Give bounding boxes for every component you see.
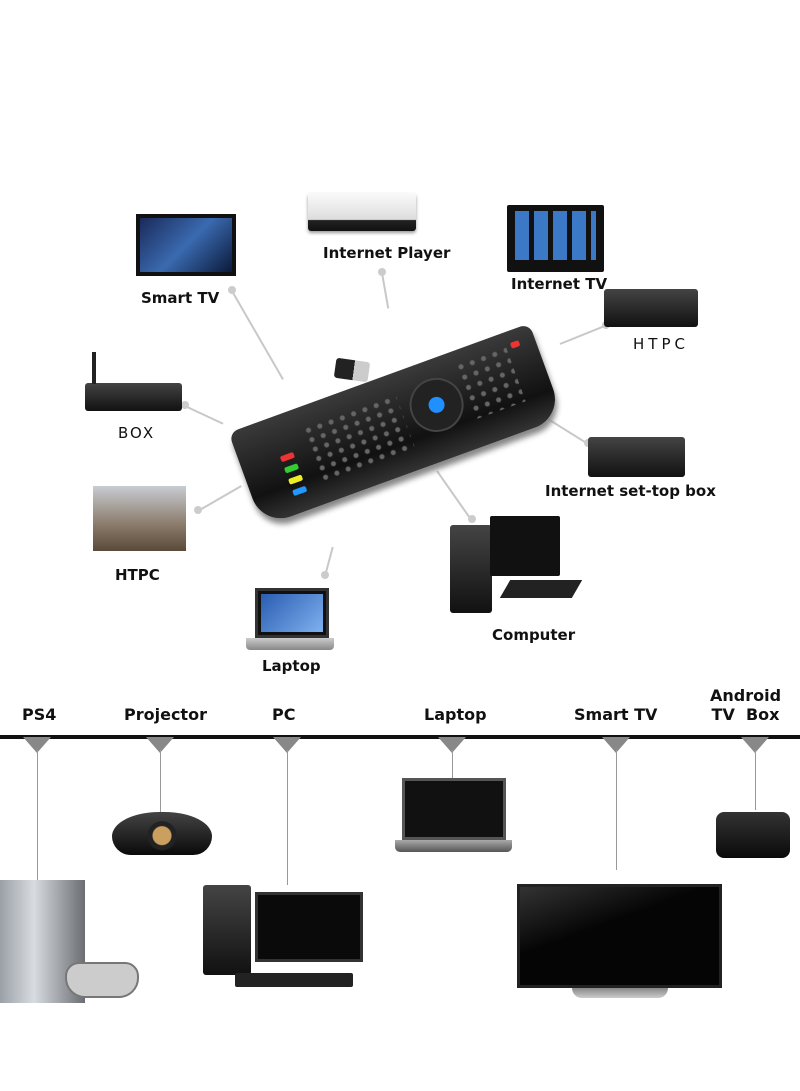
- connector-smart-tv: [231, 290, 284, 380]
- line-ps4: [37, 750, 38, 880]
- pointer-projector: [146, 737, 174, 753]
- line-laptop: [452, 750, 453, 778]
- internet-set-top-box-image: [588, 437, 685, 477]
- box-antenna: [92, 352, 96, 384]
- connector-dot: [228, 286, 236, 294]
- smart-tv-stand-image: [572, 988, 668, 998]
- android-tv-box-image: [716, 812, 790, 858]
- smart-tv-image: [136, 214, 236, 276]
- line-pc: [287, 750, 288, 885]
- label-laptop: Laptop: [262, 657, 321, 675]
- laptop-screen-image: [255, 588, 329, 638]
- connector-htpc-right: [559, 324, 607, 345]
- connector-dot: [194, 506, 202, 514]
- pointer-laptop: [438, 737, 466, 753]
- line-projector: [160, 750, 161, 812]
- pc-tower-image: [203, 885, 251, 975]
- line-android-box: [755, 750, 756, 810]
- laptop-base-image: [246, 638, 334, 650]
- ps4-controller-image: [65, 962, 139, 998]
- connector-internet-player: [381, 272, 390, 309]
- label-android-line2: TV Box: [711, 705, 780, 724]
- internet-tv-image: [507, 205, 604, 272]
- pointer-ps4: [23, 737, 51, 753]
- box-image: [85, 383, 182, 411]
- connector-htpc-left: [197, 485, 242, 512]
- laptop-bottom-screen-image: [402, 778, 506, 840]
- label-android-tv-box: Android TV Box: [710, 686, 781, 724]
- label-internet-tv: Internet TV: [511, 275, 608, 293]
- connector-computer: [436, 470, 474, 523]
- label-laptop-bottom: Laptop: [424, 705, 487, 724]
- pointer-android-box: [741, 737, 769, 753]
- label-ps4: PS4: [22, 705, 57, 724]
- smart-tv-bottom-image: [517, 884, 722, 988]
- label-smart-tv: Smart TV: [141, 289, 220, 307]
- label-htpc-left: HTPC: [115, 566, 160, 584]
- label-pc: PC: [272, 705, 296, 724]
- pointer-smart-tv: [602, 737, 630, 753]
- pc-keyboard-image: [235, 973, 353, 987]
- label-projector: Projector: [124, 705, 207, 724]
- projector-image: [112, 812, 212, 855]
- connector-dot: [181, 401, 189, 409]
- htpc-right-image: [604, 289, 698, 327]
- air-mouse-remote: [228, 323, 564, 527]
- green-key: [283, 463, 300, 474]
- connector-dot: [468, 515, 476, 523]
- label-box: BOX: [118, 424, 156, 442]
- label-android-line1: Android: [710, 686, 782, 705]
- power-key: [509, 340, 521, 349]
- blue-key: [292, 485, 308, 497]
- connector-dot: [378, 268, 386, 276]
- computer-tower-image: [450, 525, 492, 613]
- computer-monitor-image: [490, 516, 560, 576]
- label-internet-player: Internet Player: [323, 244, 451, 262]
- red-key: [279, 451, 296, 463]
- connector-box: [184, 405, 224, 425]
- usb-dongle-image: [333, 357, 371, 383]
- computer-keyboard-image: [499, 580, 583, 598]
- htpc-left-image: [93, 486, 186, 551]
- line-smart-tv: [616, 750, 617, 870]
- pc-monitor-image: [255, 892, 363, 962]
- internet-player-image: [308, 193, 416, 231]
- label-computer: Computer: [492, 626, 576, 644]
- yellow-key: [288, 474, 304, 485]
- laptop-bottom-base-image: [395, 840, 512, 852]
- label-htpc-right: HTPC: [633, 335, 689, 353]
- connector-dot: [321, 571, 329, 579]
- pointer-pc: [273, 737, 301, 753]
- timeline-bar: [0, 735, 800, 739]
- label-internet-set-top-box: Internet set-top box: [545, 482, 716, 500]
- label-smart-tv-bottom: Smart TV: [574, 705, 658, 724]
